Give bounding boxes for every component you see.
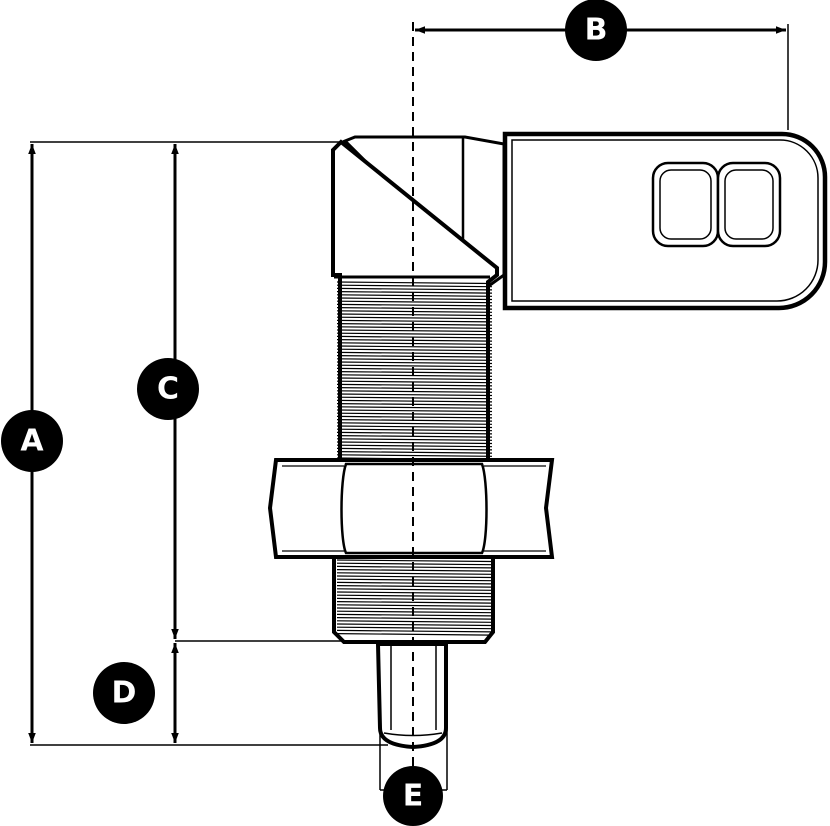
dimension-badge-a: A (1, 410, 63, 472)
thread-line (337, 559, 493, 563)
thread-line (337, 364, 493, 368)
thread-line (337, 620, 493, 623)
dimension-label-d: D (112, 676, 137, 711)
thread-line (337, 617, 493, 620)
thread-line (337, 319, 493, 323)
thread-line (337, 287, 493, 291)
dimension-badge-b: B (565, 0, 627, 61)
thread-line (337, 629, 493, 633)
thread-line (337, 633, 493, 636)
thread-line (337, 438, 493, 441)
thread-line (337, 451, 493, 454)
hex-nut (267, 458, 555, 559)
thread-line (337, 361, 493, 365)
thread-line (337, 601, 493, 604)
thread-line (337, 435, 493, 438)
handle-knob (502, 131, 828, 311)
thread-line (337, 406, 493, 409)
thread-line (337, 348, 493, 352)
dimension-label-b: B (585, 13, 608, 48)
thread-line (337, 345, 493, 349)
thread-line (337, 393, 493, 397)
thread-line (337, 425, 493, 429)
thread-line (337, 454, 493, 457)
thread-line (337, 422, 493, 425)
thread-line (337, 572, 493, 575)
dimension-label-a: A (20, 424, 44, 459)
plunger-pin (375, 642, 448, 750)
dimension-label-c: C (157, 372, 179, 407)
dimension-badge-e: E (383, 766, 443, 826)
grip-slots (651, 161, 782, 248)
thread-line (337, 316, 493, 320)
thread-line (337, 377, 493, 381)
thread-line (337, 409, 493, 413)
thread-line (337, 585, 493, 588)
thread-line (337, 588, 493, 591)
dimension-label-e: E (403, 779, 424, 814)
thread-line (337, 300, 493, 304)
thread-line (337, 380, 493, 384)
thread-line (337, 604, 493, 607)
dimension-badge-c: C (137, 358, 199, 420)
thread-line (337, 575, 493, 579)
thread-line (337, 303, 493, 307)
thread-line (337, 390, 493, 393)
thread-line (337, 332, 493, 336)
dimension-badge-d: D (93, 662, 155, 724)
